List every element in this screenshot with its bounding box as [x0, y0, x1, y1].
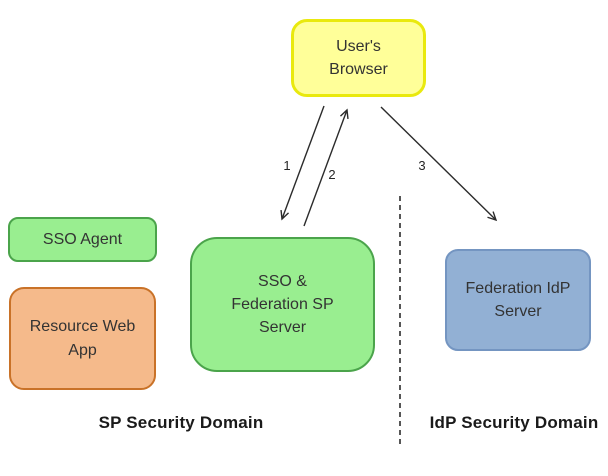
node-federation-idp-server: Federation IdP Server	[445, 249, 591, 351]
arrow-3-line	[380, 106, 498, 222]
idp-security-domain-label: IdP Security Domain	[429, 413, 599, 432]
arrow-2-label: 2	[328, 167, 335, 182]
node-users-browser-label: User's Browser	[329, 37, 388, 78]
arrow-2-line	[303, 108, 349, 227]
arrow-1-label: 1	[283, 158, 290, 173]
node-resource-web-app-label: Resource Web App	[29, 318, 136, 359]
node-resource-web-app: Resource Web App	[9, 287, 156, 390]
sp-security-domain-label: SP Security Domain	[98, 413, 264, 432]
node-sso-federation-sp-server: SSO & Federation SP Server	[190, 237, 375, 372]
node-sso-federation-sp-server-label: SSO & Federation SP Server	[231, 272, 334, 337]
arrow-1-line	[280, 105, 325, 221]
arrow-3-label: 3	[418, 158, 425, 173]
node-sso-agent: SSO Agent	[8, 217, 157, 262]
node-sso-agent-label: SSO Agent	[42, 230, 123, 248]
node-users-browser: User's Browser	[291, 19, 426, 97]
node-federation-idp-server-label: Federation IdP Server	[465, 279, 571, 320]
